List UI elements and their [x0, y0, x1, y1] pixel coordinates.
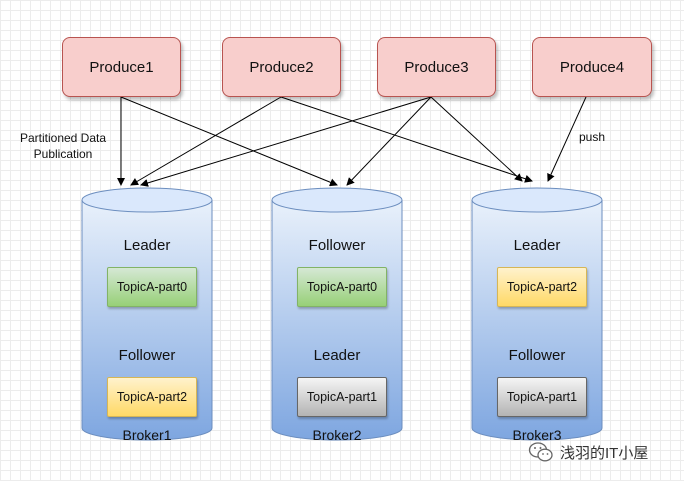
producer-4: Produce4: [532, 37, 652, 97]
partitioned-data-label: Partitioned Data Publication: [19, 131, 107, 161]
watermark: 浅羽的IT小屋: [528, 440, 648, 464]
broker-3-role-1: Leader: [513, 237, 561, 254]
broker-3-label: Broker3: [512, 427, 562, 443]
arrow-p2-b3: [280, 96, 533, 183]
broker-1-role-1: Leader: [123, 237, 171, 254]
broker-2-topic-2: TopicA-part1: [297, 377, 387, 417]
arrow-p4-b3: [547, 96, 587, 182]
broker-3-topic-2: TopicA-part1: [497, 377, 587, 417]
broker-2-label: Broker2: [312, 427, 362, 443]
broker-2-topic-1: TopicA-part0: [297, 267, 387, 307]
watermark-text: 浅羽的IT小屋: [560, 444, 649, 462]
arrow-p3-b3: [430, 96, 523, 182]
broker-2-role-1: Follower: [308, 237, 366, 254]
producer-1-label: Produce1: [89, 58, 154, 76]
producer-4-label: Produce4: [559, 58, 625, 76]
broker-1-label: Broker1: [122, 427, 172, 443]
wechat-icon: [528, 442, 553, 462]
arrow-p2-b1: [130, 96, 282, 186]
arrow-p3-b2: [346, 96, 432, 186]
producer-2: Produce2: [222, 37, 341, 97]
broker-1-topic-1: TopicA-part0: [107, 267, 197, 307]
broker-1-topic-2: TopicA-part2: [107, 377, 197, 417]
broker-3-topic-1: TopicA-part2: [497, 267, 587, 307]
broker-3-role-2: Follower: [508, 347, 566, 364]
producer-3: Produce3: [377, 37, 496, 97]
producer-2-label: Produce2: [249, 58, 314, 76]
producer-1: Produce1: [62, 37, 181, 97]
push-label: push: [578, 130, 606, 144]
producer-3-label: Produce3: [404, 58, 469, 76]
broker-2-role-2: Leader: [313, 347, 361, 364]
broker-1-role-2: Follower: [118, 347, 176, 364]
arrow-p1-b2: [120, 96, 338, 187]
arrow-p3-b1: [140, 96, 432, 187]
